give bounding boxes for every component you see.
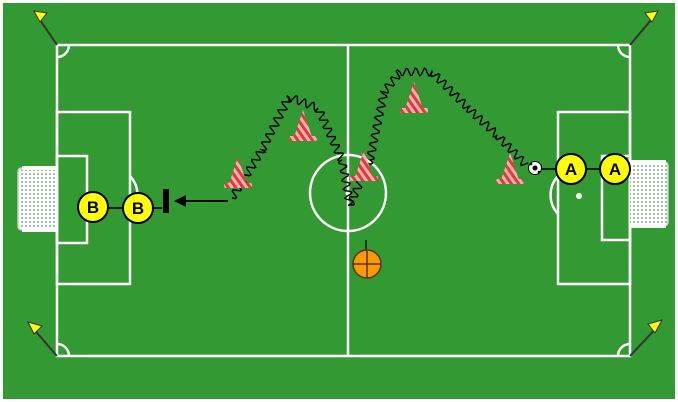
player-label: B — [132, 199, 144, 218]
player-label: A — [609, 160, 621, 179]
player-label: B — [87, 198, 99, 217]
goal-icon — [18, 166, 58, 232]
goal-icon — [630, 160, 668, 228]
player-a-right: A — [600, 154, 630, 184]
player-a-left: A — [556, 154, 586, 184]
gate-bar-icon — [163, 189, 169, 213]
player-b-right: B — [123, 193, 153, 223]
soccer-ball-icon — [529, 162, 542, 175]
right-penalty-spot — [576, 193, 582, 199]
player-b-left: B — [78, 192, 108, 222]
player-label: A — [565, 160, 577, 179]
